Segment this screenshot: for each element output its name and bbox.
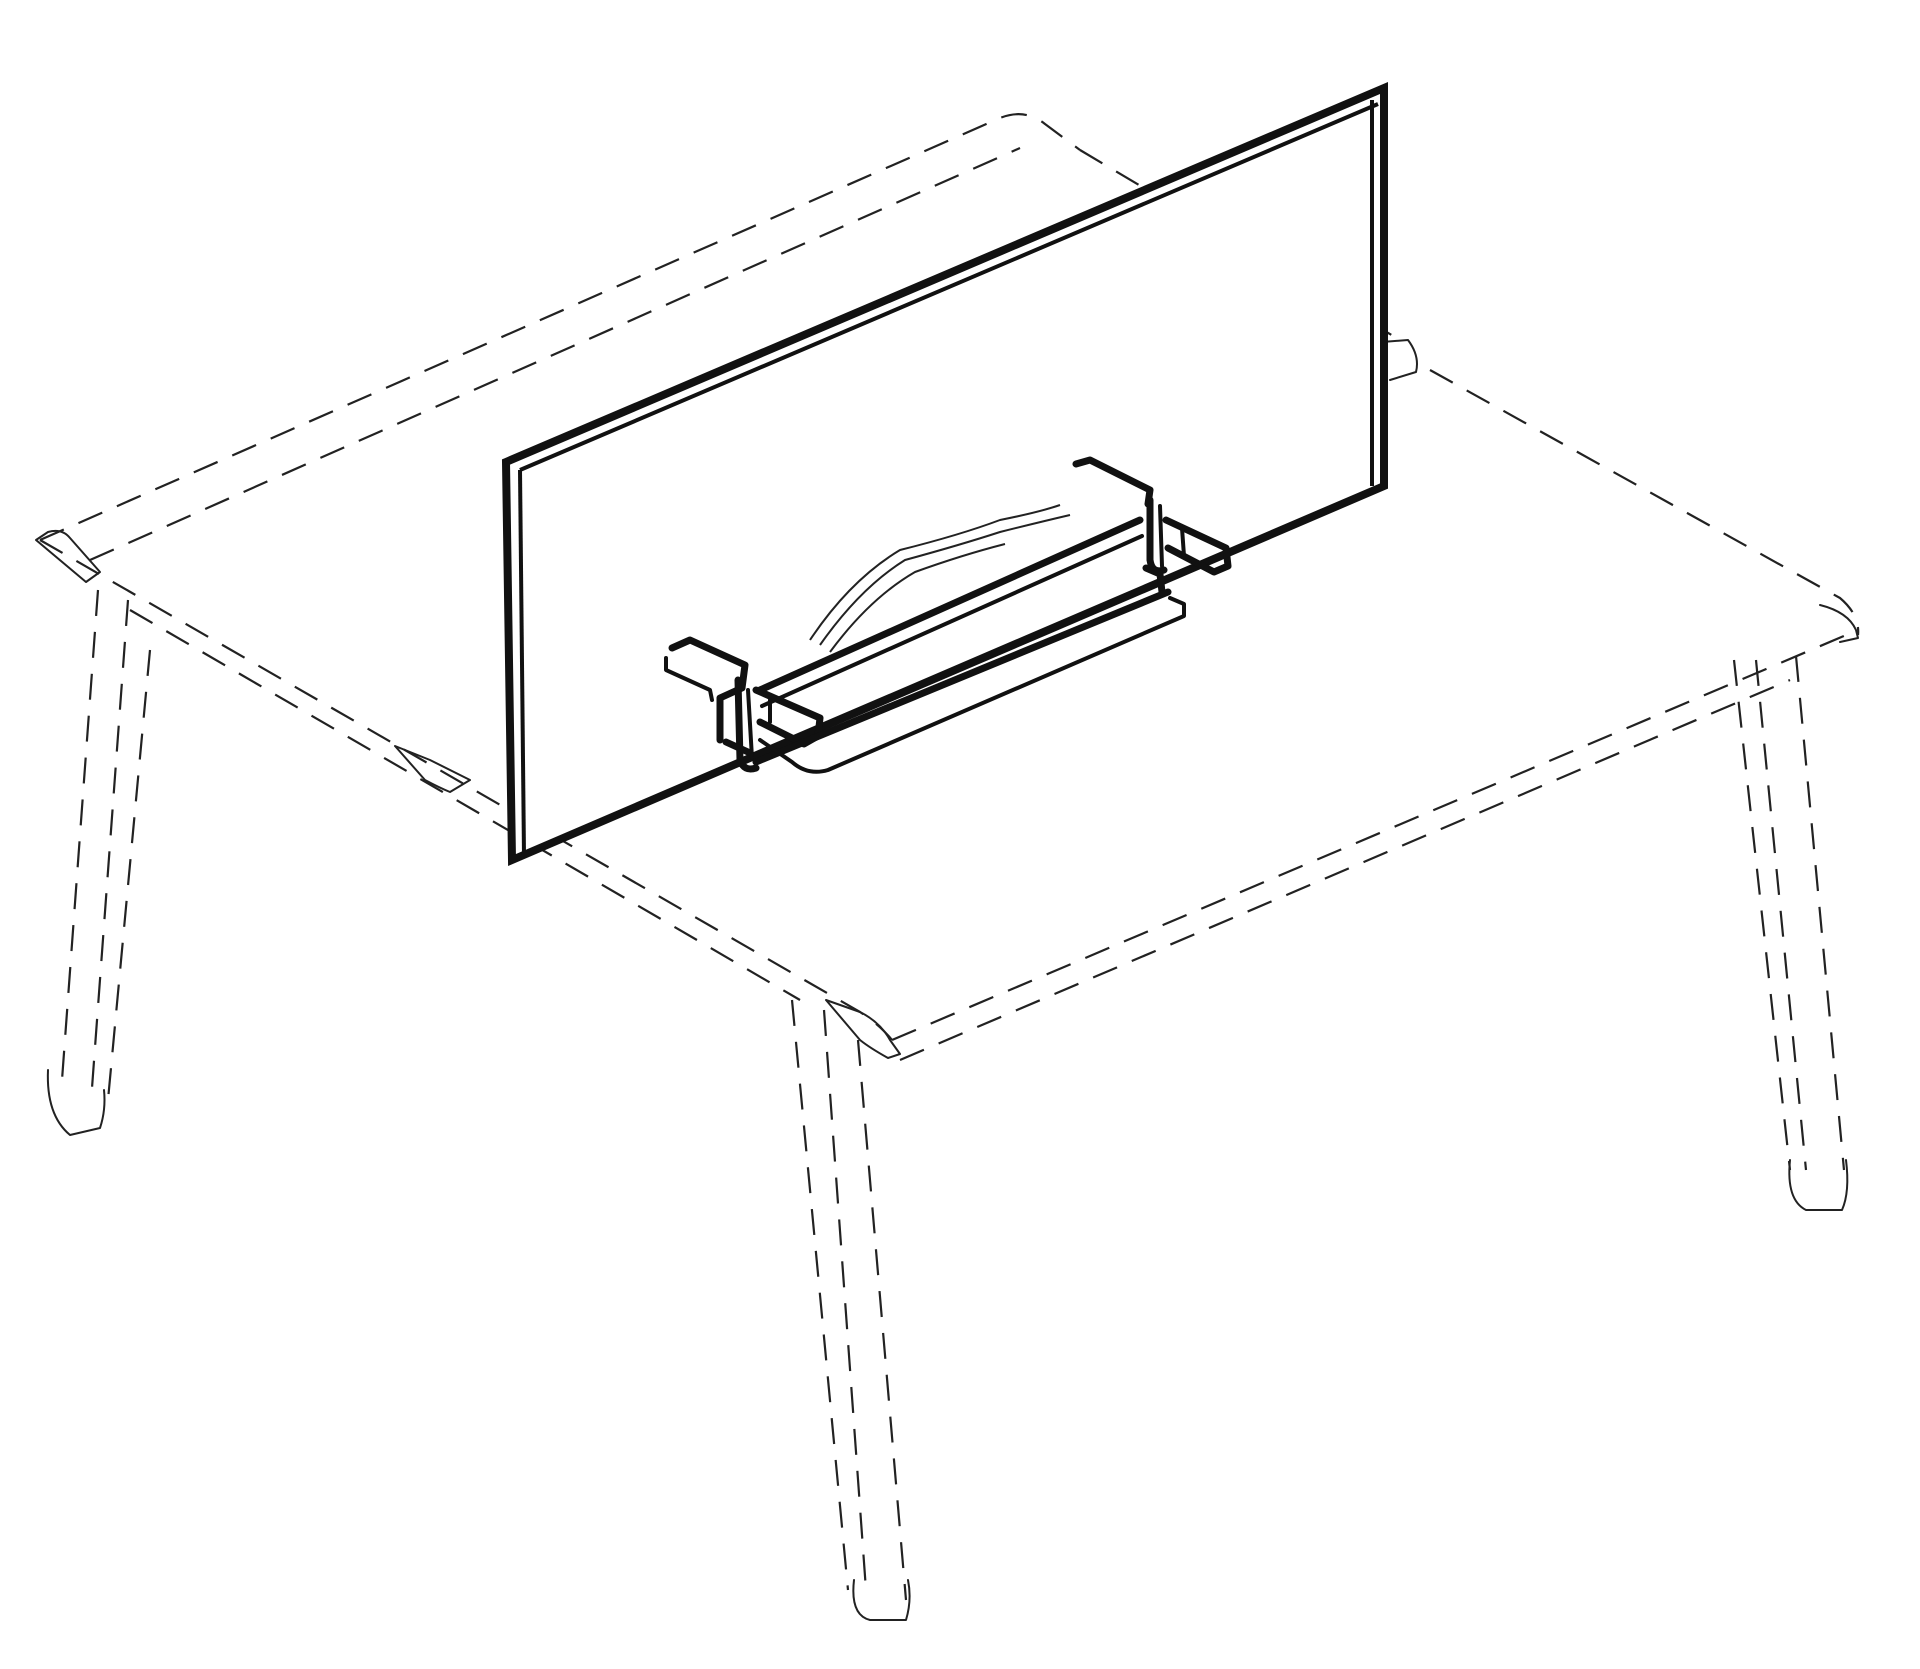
desktop-back-edge-lower <box>89 146 1021 562</box>
panel-left-thickness <box>518 469 526 857</box>
panel-top-thickness <box>519 100 1379 486</box>
leg-back-left <box>46 589 152 1136</box>
cable-tray-bracket-icon <box>664 456 1232 774</box>
tray-rail-top <box>756 516 1144 694</box>
leg-right <box>1732 655 1849 1211</box>
privacy-screen-panel-icon <box>501 81 1388 867</box>
desktop-notch-back <box>1381 339 1418 381</box>
bracket-right <box>1072 456 1232 596</box>
desktop-corner-left <box>35 529 101 583</box>
cable-loop <box>809 504 1071 653</box>
desktop-notch-front <box>394 745 471 793</box>
bracket-left <box>664 636 824 773</box>
leg-front <box>790 999 911 1621</box>
desktop-left-edge-lower <box>129 609 801 1001</box>
tray-rail-top-inner <box>760 534 1144 708</box>
desk-outline-icon <box>35 113 1860 1621</box>
desktop-front-edge <box>891 628 1859 1042</box>
desktop-back-edge <box>39 113 1081 542</box>
panel-face <box>501 81 1388 867</box>
tray-rail-lower <box>752 588 1172 766</box>
desktop-corner-front <box>825 999 901 1059</box>
desktop-front-edge-lower <box>899 678 1791 1062</box>
tray-bottom-lip <box>758 596 1186 774</box>
desktop-corner-right <box>1819 604 1859 643</box>
